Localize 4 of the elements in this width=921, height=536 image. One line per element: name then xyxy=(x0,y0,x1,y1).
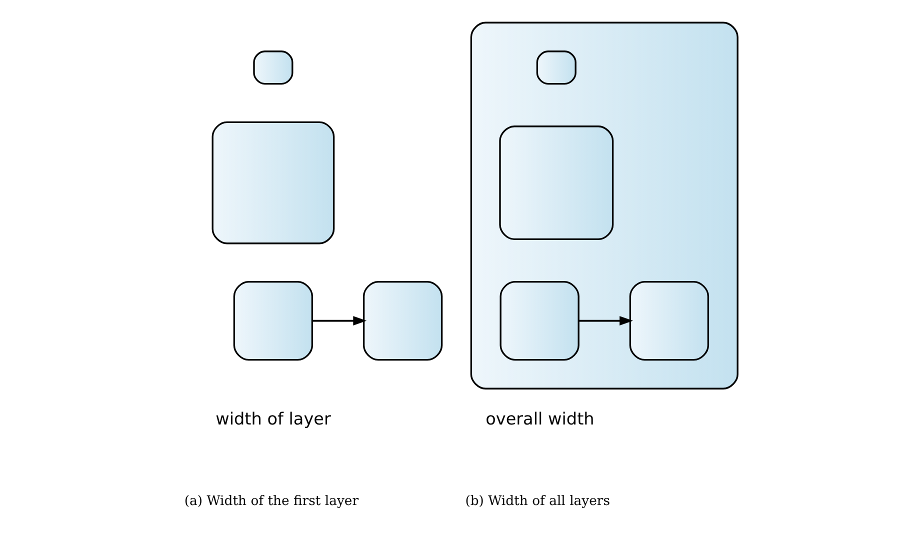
label: (a) Width of the first layer xyxy=(184,494,358,509)
label: (b) Width of all layers xyxy=(464,494,610,509)
label: overall width xyxy=(485,408,594,428)
label: width of layer xyxy=(215,408,330,428)
